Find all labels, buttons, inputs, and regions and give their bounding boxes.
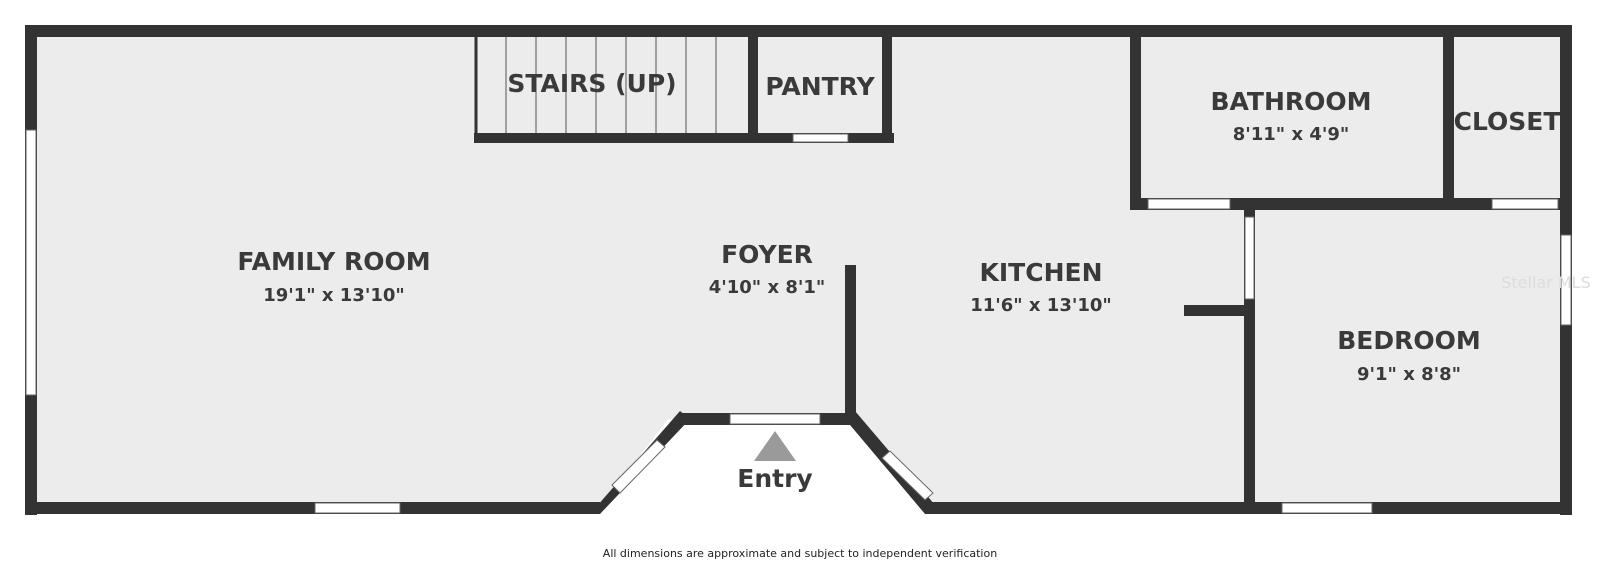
pantry-label: PANTRY: [765, 72, 875, 101]
kitchen-dims: 11'6" x 13'10": [970, 295, 1112, 316]
bathroom-label: BATHROOM: [1210, 87, 1371, 116]
stairs: [474, 37, 894, 143]
disclaimer-text: All dimensions are approximate and subje…: [603, 547, 997, 560]
wall-bath-bottom: [1130, 198, 1572, 210]
floor-area: [31, 31, 1565, 508]
stairs-label: STAIRS (UP): [507, 69, 676, 98]
foyer-dims: 4'10" x 8'1": [709, 277, 826, 298]
bedroom-door: [1244, 216, 1255, 300]
foyer-label: FOYER: [721, 240, 813, 269]
closet-door: [1491, 198, 1559, 210]
window-left: [25, 129, 37, 396]
wall-kitchen-stub: [1184, 305, 1250, 316]
family-room-dims: 19'1" x 13'10": [263, 285, 405, 306]
wall-closet-left: [1443, 37, 1454, 210]
entry-door-top: [729, 413, 821, 425]
window-bottom-family: [314, 502, 401, 514]
kitchen-label: KITCHEN: [980, 258, 1103, 287]
wall-bottom-left: [25, 502, 600, 514]
bathroom-door: [1147, 198, 1231, 210]
family-room-label: FAMILY ROOM: [237, 247, 430, 276]
window-entry-left: [611, 439, 666, 494]
wall-foyer: [845, 265, 856, 419]
bathroom-dims: 8'11" x 4'9": [1233, 124, 1350, 145]
entry-arrow-icon: [754, 431, 796, 461]
wall-bedroom-left: [1244, 210, 1255, 514]
wall-bath-left: [1130, 37, 1141, 210]
entry-label: Entry: [737, 464, 812, 493]
window-right-bedroom: [1560, 234, 1572, 326]
closet-label: CLOSET: [1454, 107, 1561, 136]
wall-top: [25, 25, 1572, 37]
window-entry-right: [881, 450, 934, 501]
pantry-door: [792, 133, 849, 143]
bedroom-label: BEDROOM: [1337, 326, 1481, 355]
watermark: Stellar MLS: [1501, 273, 1591, 292]
bedroom-dims: 9'1" x 8'8": [1357, 364, 1461, 385]
wall-pantry-right: [882, 37, 892, 143]
window-bottom-bedroom: [1281, 502, 1373, 514]
